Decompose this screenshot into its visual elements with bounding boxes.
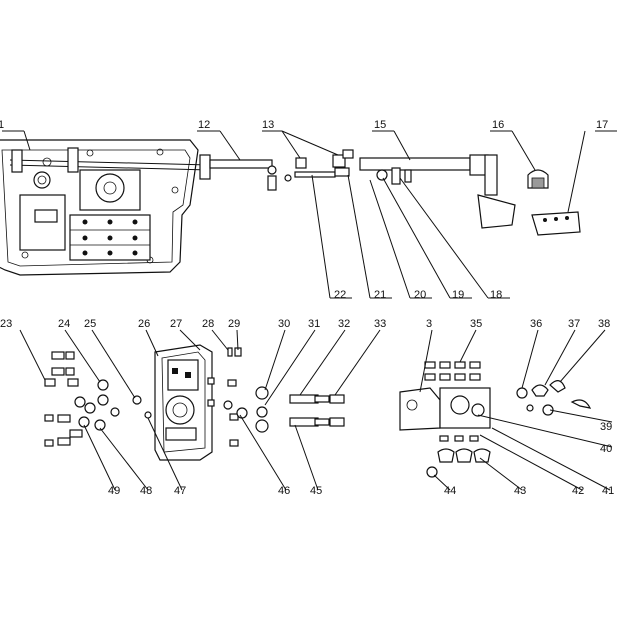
callout-49: 49	[108, 485, 120, 497]
callout-1: 1	[0, 119, 4, 131]
callout-41: 41	[602, 485, 614, 497]
callout-42: 42	[572, 485, 584, 497]
callout-30: 30	[278, 318, 290, 330]
leader-lines	[2, 130, 617, 491]
callout-26: 26	[138, 318, 150, 330]
callout-25: 25	[84, 318, 96, 330]
cover-plate	[154, 344, 215, 461]
callout-16: 16	[492, 119, 504, 131]
callout-27: 27	[170, 318, 182, 330]
clips-right	[516, 380, 592, 416]
callout-3: 3	[426, 318, 432, 330]
callout-28: 28	[202, 318, 214, 330]
callout-37: 37	[568, 318, 580, 330]
callout-12: 12	[198, 119, 210, 131]
callout-45: 45	[310, 485, 322, 497]
callout-21: 21	[374, 289, 386, 301]
shift-fork-pieces	[284, 149, 354, 182]
callout-15: 15	[374, 119, 386, 131]
callout-38: 38	[598, 318, 610, 330]
pedal-pad	[531, 211, 581, 236]
callout-31: 31	[308, 318, 320, 330]
callout-44: 44	[444, 485, 456, 497]
callout-32: 32	[338, 318, 350, 330]
callout-22: 22	[334, 289, 346, 301]
callout-48: 48	[140, 485, 152, 497]
callout-40: 40	[600, 443, 612, 455]
callout-35: 35	[470, 318, 482, 330]
callout-labels: 1 12 13 15 16 17 22 21 20 19 18 23 24 25…	[0, 119, 614, 497]
callout-29: 29	[228, 318, 240, 330]
small-parts-middle	[223, 347, 269, 447]
gearbox-housing-plate	[0, 139, 211, 276]
bolts-left	[44, 351, 83, 447]
callout-18: 18	[490, 289, 502, 301]
callout-33: 33	[374, 318, 386, 330]
callout-47: 47	[174, 485, 186, 497]
callout-36: 36	[530, 318, 542, 330]
rods-pairs	[289, 394, 345, 427]
callout-43: 43	[514, 485, 526, 497]
nuts-left	[74, 379, 152, 431]
callout-46: 46	[278, 485, 290, 497]
callout-19: 19	[452, 289, 464, 301]
callout-24: 24	[58, 318, 70, 330]
knob	[527, 169, 549, 189]
callout-13: 13	[262, 119, 274, 131]
bracket-assembly	[399, 361, 491, 478]
selector-shaft	[359, 154, 516, 229]
callout-39: 39	[600, 421, 612, 433]
callout-23: 23	[0, 318, 12, 330]
callout-20: 20	[414, 289, 426, 301]
shift-shaft	[209, 159, 277, 191]
callout-17: 17	[596, 119, 608, 131]
